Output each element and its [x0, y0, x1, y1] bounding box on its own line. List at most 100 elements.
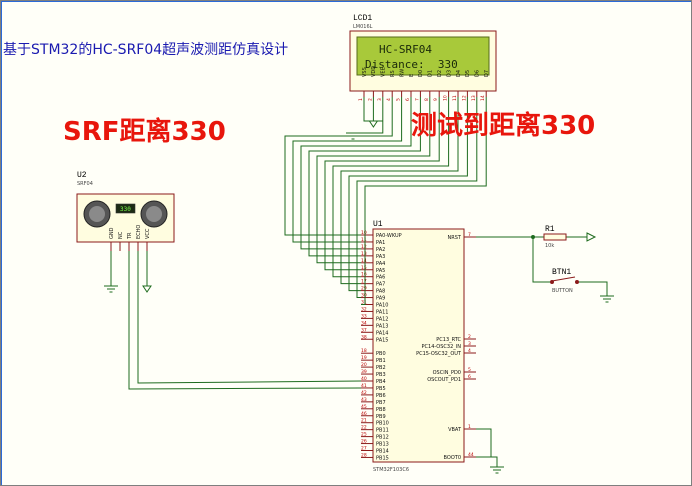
mcu-pin-label: PA9: [376, 296, 385, 302]
lcd-pin-label: E: [409, 74, 415, 77]
mcu-pin-number: 46: [361, 411, 367, 417]
lcd-pin-label: VSS: [362, 67, 368, 77]
mcu-pin-label: PB9: [376, 414, 386, 420]
mcu-pin-number: 40: [361, 376, 367, 382]
lcd-display[interactable]: LCD1 LM016L HC-SRF04 Distance: 330 VSS1V…: [349, 14, 497, 101]
mcu-pin-label: PB5: [376, 386, 386, 392]
mcu-pin-number: 45: [361, 404, 367, 410]
mcu-pin-number: 28: [361, 452, 367, 458]
mcu-pin-label: PC14-OSC32_IN: [422, 344, 462, 350]
mcu-pin-label: NRST: [448, 235, 462, 241]
lcd-pin-label: D0: [418, 70, 424, 77]
mcu-pin-number: 29: [361, 286, 367, 292]
mcu-pin-label: PB14: [376, 449, 389, 455]
wire: [128, 251, 362, 390]
wire: [300, 97, 412, 250]
mcu-pin-label: PB6: [376, 393, 386, 399]
svg-text:1: 1: [358, 98, 364, 101]
mcu-pin-label: PA0-WKUP: [376, 233, 402, 239]
mcu-pin-number: 41: [361, 383, 367, 389]
mcu-pin-label: PA13: [376, 323, 388, 329]
mcu-pin-number: 33: [361, 313, 367, 319]
mcu-pin-label: PB13: [376, 442, 389, 448]
mcu-right-pins: 7NRST2PC13_RTC3PC14-OSC32_IN4PC15-OSC32_…: [416, 232, 476, 461]
mcu-pin-number: 4: [468, 348, 471, 354]
lcd-pin-label: D2: [437, 70, 443, 77]
mcu-pin-label: PC13_RTC: [436, 337, 461, 343]
mcu-pin-number: 31: [361, 300, 367, 306]
lcd-pin-label: RW: [399, 69, 405, 77]
wire: [284, 97, 393, 236]
mcu-pin-number: 1: [468, 424, 471, 430]
vcc-terminal-arrow: [586, 232, 597, 242]
mcu-pin-label: PA3: [376, 254, 385, 260]
mcu-pin-label: VBAT: [448, 427, 462, 433]
mcu-pin-label: OSCOUT_PD1: [427, 377, 461, 383]
mcu-pin-label: PA12: [376, 316, 388, 322]
mcu-pin-number: 15: [361, 265, 367, 271]
lcd-pin-label: D5: [465, 70, 471, 77]
wire-net: [110, 97, 608, 467]
mcu-pin-number: 27: [361, 446, 367, 452]
mcu-pin-number: 20: [361, 362, 367, 368]
lcd-pins: VSS1VDD2VEE3RS4RW5E6D07D18D29D310D411D51…: [358, 66, 490, 101]
wire: [292, 97, 403, 243]
reset-button[interactable]: BTN1 BUTTON: [550, 268, 579, 294]
mcu-pin-label: PB2: [376, 365, 386, 371]
mcu-pin-label: OSCIN_PD0: [433, 370, 461, 376]
mcu-pin-number: 7: [468, 232, 471, 238]
lcd-pin-label: D7: [484, 70, 490, 77]
mcu-pin-label: PB4: [376, 379, 386, 385]
mcu-ref-label: U1: [373, 220, 383, 229]
mcu-pin-number: 38: [361, 334, 367, 340]
svg-text:3: 3: [377, 98, 383, 101]
mcu-pin-number: 11: [361, 237, 367, 243]
mcu-pin-number: 34: [361, 320, 367, 326]
mcu-pin-number: 17: [361, 279, 367, 285]
mcu-pin-number: 18: [361, 348, 367, 354]
svg-text:8: 8: [424, 98, 430, 101]
resistor-r1[interactable]: R1 10k: [543, 225, 597, 249]
mcu-pin-number: 21: [361, 418, 367, 424]
svg-text:5: 5: [396, 98, 402, 101]
wire: [353, 97, 384, 134]
wire: [532, 237, 550, 283]
sensor-pin-label: ECHO: [136, 225, 142, 239]
mcu-pin-label: PA10: [376, 303, 388, 309]
mcu-pin-label: PB8: [376, 407, 386, 413]
lcd-line-1: HC-SRF04: [379, 43, 432, 56]
lcd-pin-label: RS: [390, 70, 396, 77]
annotation-right: 测试到距离330: [411, 111, 596, 141]
lcd-pin-label: VDD: [371, 66, 377, 77]
lcd-pin-label: D1: [428, 70, 434, 77]
lcd-pin-label: D4: [456, 70, 462, 77]
annotation-left: SRF距离330: [63, 117, 226, 147]
svg-text:4: 4: [386, 98, 392, 101]
ground-symbol: [600, 295, 614, 303]
wire: [340, 97, 459, 285]
mcu-pin-number: 14: [361, 258, 367, 264]
ground-symbol: [490, 466, 504, 474]
mcu-pin-number: 2: [468, 334, 471, 340]
mcu-pin-label: PA1: [376, 240, 385, 246]
sensor-pin-label: NC: [118, 231, 124, 239]
resistor-value-label: 10k: [545, 243, 554, 249]
mcu-pin-number: 43: [361, 397, 367, 403]
lcd-pin-label: D6: [475, 70, 481, 77]
mcu-pin-label: PA8: [376, 289, 385, 295]
svg-text:2: 2: [367, 98, 373, 101]
mcu-pin-number: 6: [468, 374, 471, 380]
svg-text:10: 10: [443, 95, 449, 101]
mcu-pin-number: 16: [361, 272, 367, 278]
lcd-pin-label: VEE: [381, 67, 387, 77]
lcd-line-2: Distance: 330: [365, 58, 458, 71]
wire: [361, 97, 487, 305]
mcu-pin-label: PB0: [376, 351, 386, 357]
svg-text:12: 12: [461, 95, 467, 101]
mcu-pin-label: PA5: [376, 268, 385, 274]
mcu-pin-number: 44: [468, 452, 474, 458]
wire: [579, 281, 608, 296]
